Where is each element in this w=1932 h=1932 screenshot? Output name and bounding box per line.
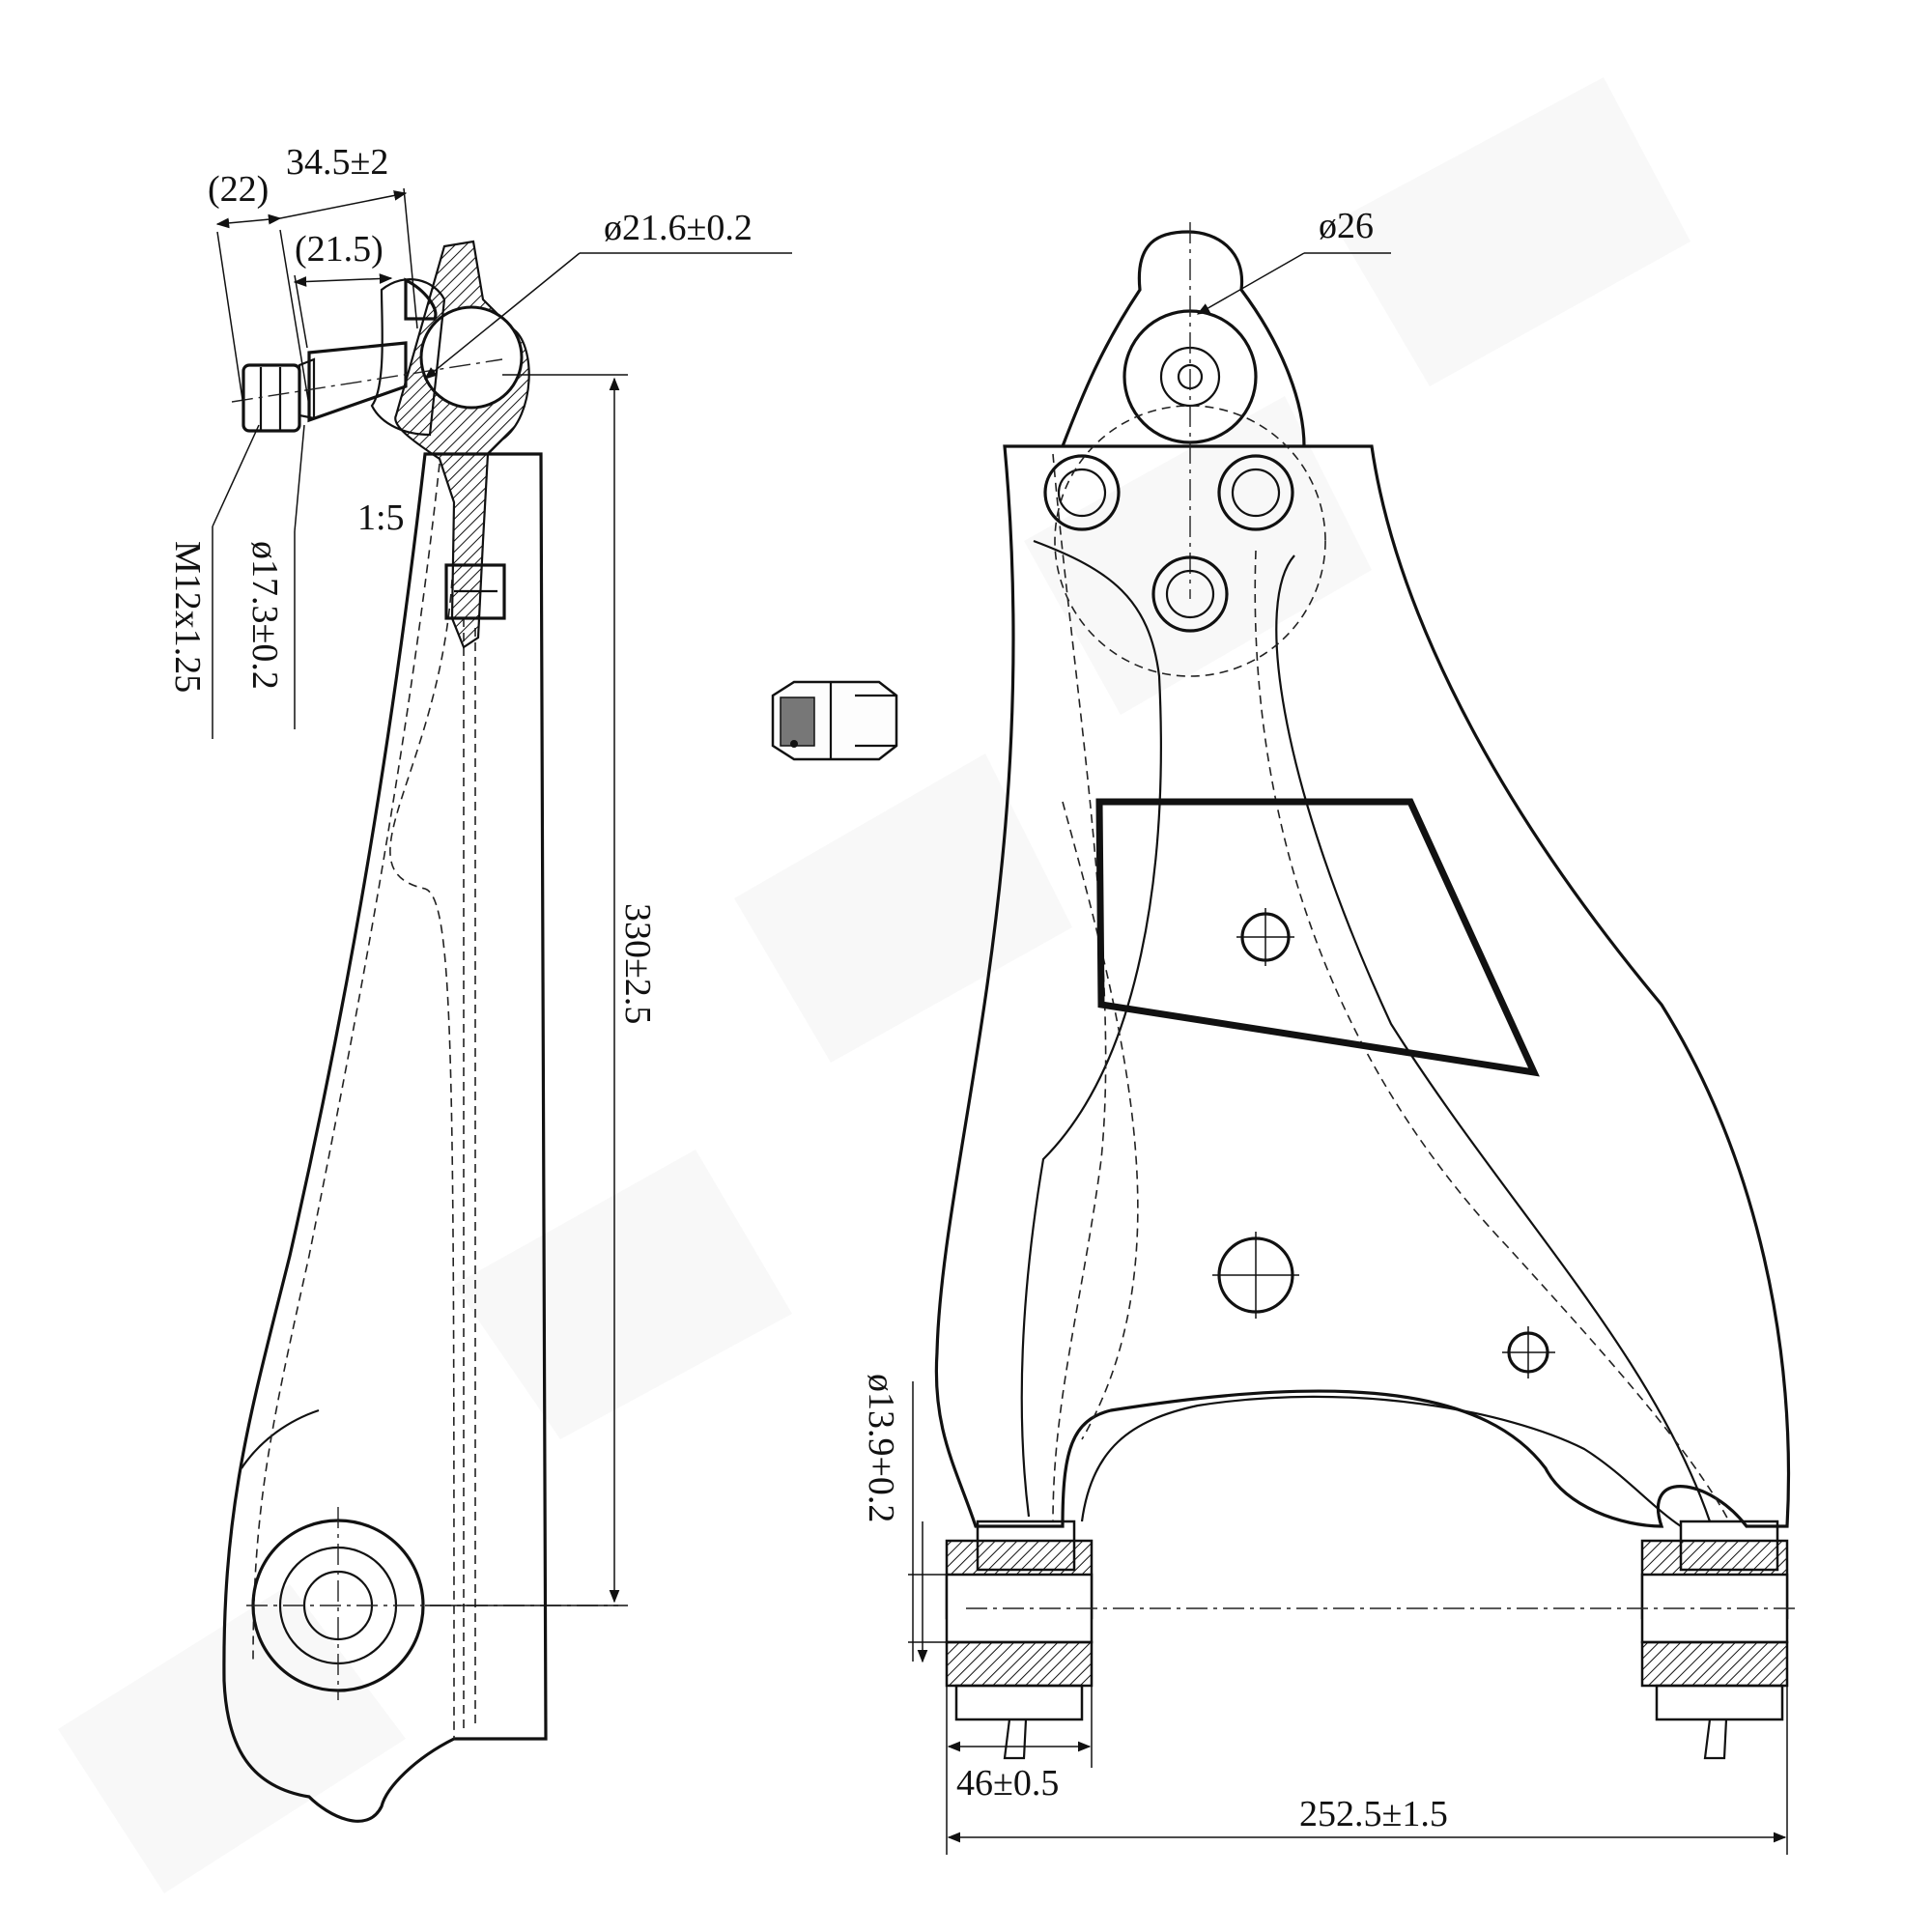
dim-252-5: 252.5±1.5	[1299, 1794, 1448, 1834]
dim-21-6: ø21.6±0.2	[604, 208, 753, 248]
lock-nut-illustration	[771, 680, 898, 761]
inner-left-edge	[1020, 539, 1162, 1518]
ball-joint-top-housing	[1061, 230, 1306, 447]
bushing-right	[1640, 1520, 1789, 1760]
ball-joint-stud	[307, 341, 408, 423]
dim-34-5: 34.5±2	[286, 142, 388, 183]
dim-thread: M12x1.25	[167, 541, 208, 693]
ball-joint-nut	[242, 363, 301, 433]
rivet-hole-right	[1217, 454, 1294, 531]
ball-joint-boot	[370, 278, 446, 437]
ball-joint-ball	[419, 305, 524, 410]
dim-ratio: 1:5	[357, 497, 405, 538]
mounting-bolt	[444, 563, 506, 620]
dim-46: 46±0.5	[956, 1763, 1059, 1804]
dim-26: ø26	[1319, 206, 1374, 246]
bushing-left	[945, 1520, 1094, 1760]
rivet-hole-left	[1043, 454, 1121, 531]
dim-13-9: ø13.9+0.2	[861, 1374, 901, 1522]
side-arm-edge	[241, 1408, 320, 1469]
side-view: 330±2.5 (22) 34.5±2 (21.5) ø21.6±0.2 1:5…	[167, 142, 792, 1823]
dim-17-3: ø17.3±0.2	[244, 541, 285, 690]
inner-right-edge	[1275, 554, 1712, 1522]
top-view: ø26 ø13.9+0.2 46±0.5 252.5±1.5	[861, 206, 1797, 1855]
rivet-hole-bottom	[1151, 555, 1229, 633]
watermark-logo	[58, 77, 1690, 1893]
dim-330: 330±2.5	[617, 903, 658, 1024]
arm-outline	[934, 444, 1791, 1528]
reinforcement-plate	[1095, 798, 1540, 1077]
dim-22: (22)	[208, 169, 269, 210]
side-arm-outline	[222, 452, 548, 1823]
dim-21-5: (21.5)	[295, 229, 384, 270]
